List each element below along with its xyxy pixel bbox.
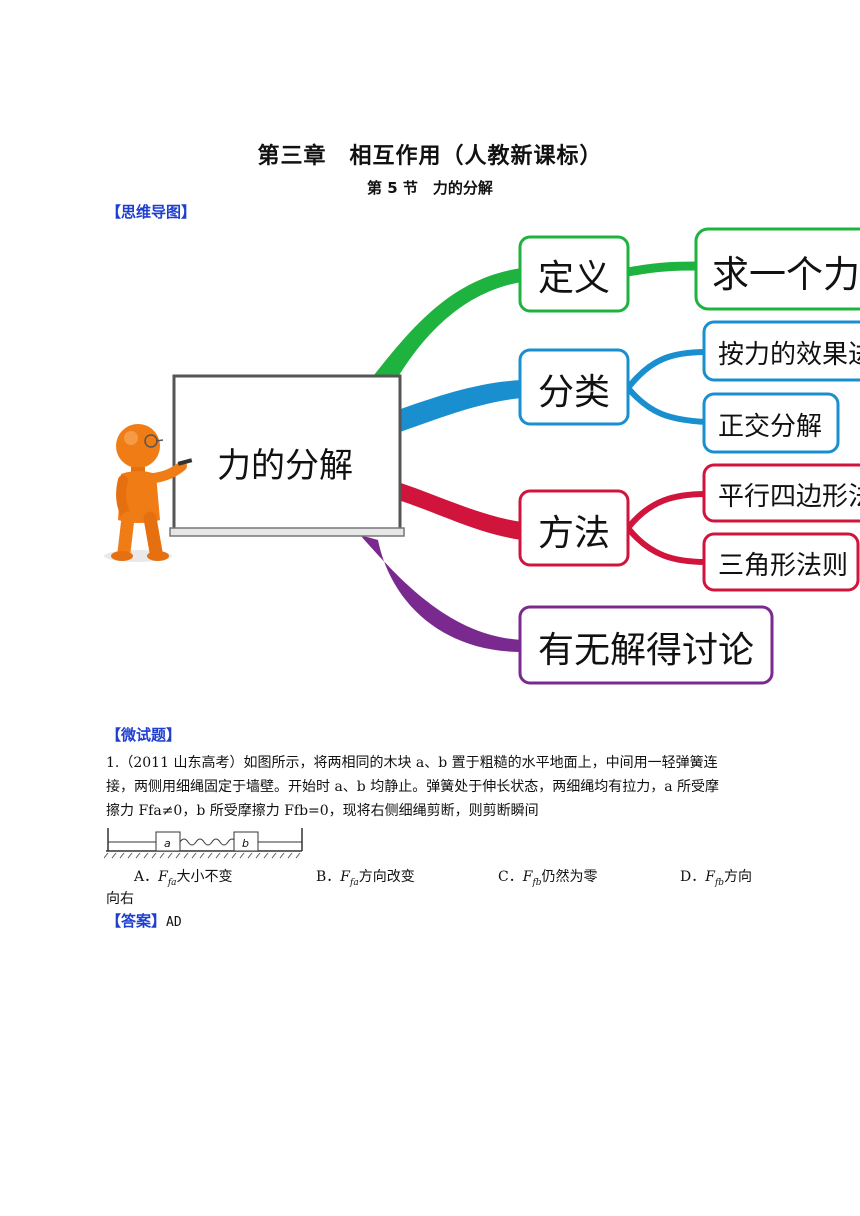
- child-box-method-1: [702, 463, 860, 523]
- child-label-class-1: 按力的效果进: [718, 340, 860, 370]
- option-d-wrap: 向右: [106, 891, 134, 907]
- child-label-definition-1: 求一个力的: [712, 253, 860, 296]
- branch-box-definition: [518, 235, 630, 313]
- option-b[interactable]: B．Ffa方向改变: [316, 869, 415, 888]
- child-label-method-1: 平行四边形法: [718, 482, 860, 512]
- branch-box-classification: [518, 348, 630, 426]
- branch-connector-discussion: [360, 535, 522, 652]
- branch-connector-method: [398, 482, 522, 540]
- branch-label-discussion: 有无解得讨论: [538, 630, 754, 671]
- child-box-class-1: [702, 320, 860, 382]
- subconnector-class-2: [625, 386, 707, 425]
- branch-box-method: [518, 489, 630, 567]
- question-line-1: 1.（2011 山东高考）如图所示，将两相同的木块 a、b 置于粗糙的水平地面上…: [106, 755, 718, 771]
- subconnector-method-2: [625, 526, 707, 565]
- question-line-3: 擦力 Ffa≠0，b 所受摩擦力 Ffb=0，现将右侧细绳剪断，则剪断瞬间: [106, 803, 539, 819]
- option-a[interactable]: A．Ffa大小不变: [134, 869, 233, 888]
- branch-connector-definition: [370, 268, 522, 382]
- question-source: （2011 山东高考）: [119, 755, 244, 771]
- quiz-section-label: 【微试题】: [106, 726, 182, 744]
- child-box-method-2: [702, 532, 860, 592]
- answer-row: 【答案】AD: [106, 910, 182, 931]
- question-text: 1.（2011 山东高考）如图所示，将两相同的木块 a、b 置于粗糙的水平地面上…: [106, 751, 766, 823]
- presenter-figure-icon: [104, 424, 193, 562]
- branch-connector-classification: [398, 380, 522, 432]
- subconnector-class-1: [625, 349, 707, 390]
- branch-label-definition: 定义: [538, 258, 610, 299]
- answer-label: 【答案】: [106, 912, 167, 930]
- child-label-class-2: 正交分解: [718, 412, 822, 442]
- spring-block-figure: a b: [104, 828, 303, 859]
- subconnector-method-1: [625, 491, 707, 530]
- question-line-2: 接，两侧用细绳固定于墙壁。开始时 a、b 均静止。弹簧处于伸长状态，两细绳均有拉…: [106, 779, 720, 795]
- branch-label-method: 方法: [538, 513, 610, 554]
- subconnector-definition: [627, 261, 699, 277]
- branch-label-classification: 分类: [538, 372, 610, 413]
- child-box-class-2: [702, 392, 840, 454]
- child-box-definition-1: [694, 227, 860, 311]
- whiteboard: 力的分解: [169, 374, 405, 537]
- option-d[interactable]: D．Ffb方向: [680, 869, 753, 888]
- option-c[interactable]: C．Ffb仍然为零: [498, 869, 598, 888]
- mindmap-section-label: 【思维导图】: [106, 203, 197, 221]
- block-a-label: a: [164, 837, 171, 850]
- child-label-method-2: 三角形法则: [718, 551, 848, 581]
- option-d-text: 方向: [724, 869, 753, 885]
- answer-value: AD: [166, 915, 182, 930]
- block-b-label: b: [242, 837, 249, 850]
- branch-box-discussion: [518, 605, 774, 685]
- block-b: [233, 831, 259, 852]
- mindmap-center-label: 力的分解: [217, 446, 353, 486]
- mindmap-figure: 定义 分类 方法 有无解得讨论 求一个力的 按力的效果进 正交分解 平行四边形法…: [104, 227, 860, 685]
- page-title: 第三章 相互作用（人教新课标）: [257, 144, 603, 169]
- section-subtitle: 第 5 节 力的分解: [367, 179, 493, 197]
- question-number: 1.: [106, 755, 120, 771]
